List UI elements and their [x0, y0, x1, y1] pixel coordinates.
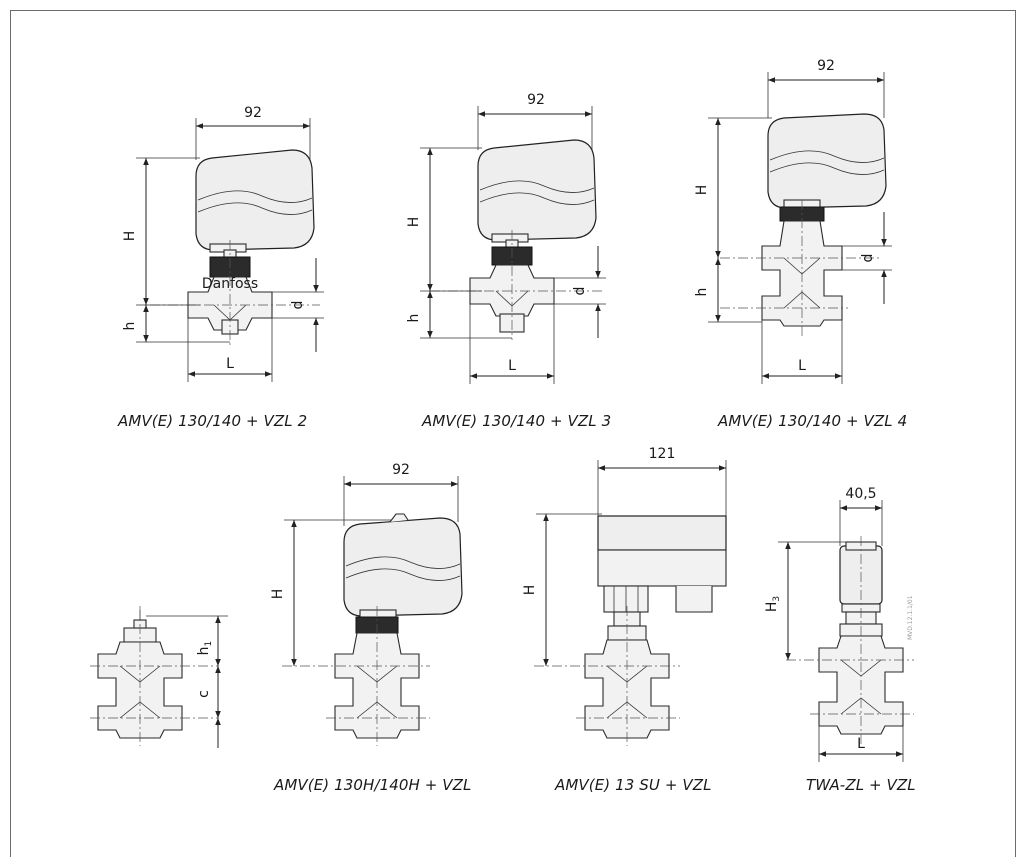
- length-dimension: L: [226, 356, 234, 372]
- height-dimension: H: [122, 231, 138, 242]
- diagram-amv130h: 92 H: [270, 462, 463, 746]
- width-dimension: 92: [817, 58, 835, 74]
- caption-amv13su: AMV(E) 13 SU + VZL: [555, 776, 712, 794]
- height-dimension: H: [406, 217, 422, 228]
- actuator-housing: [767, 113, 887, 209]
- width-dimension: 92: [392, 462, 410, 478]
- valve-body: [584, 639, 670, 739]
- caption-twa: TWA-ZL + VZL: [806, 776, 916, 794]
- actuator-housing: [343, 517, 463, 617]
- diagram-vzl4: 92 H h d L: [694, 58, 892, 384]
- width-dimension: 121: [649, 446, 676, 462]
- lower-height-dimension: h: [694, 288, 710, 297]
- diagram-vzl2: Danfoss 92 H h d L: [122, 105, 324, 382]
- caption-vzl2: AMV(E) 130/140 + VZL 2: [118, 412, 308, 430]
- lower-height-dimension: h: [122, 322, 138, 331]
- width-dimension: 92: [527, 92, 545, 108]
- d-dimension: d: [290, 301, 306, 310]
- caption-amv130h: AMV(E) 130H/140H + VZL: [274, 776, 472, 794]
- diagram-twa: 40,5 H3 L MVD.12.1.1/01: [764, 486, 914, 762]
- length-dimension: L: [508, 358, 516, 374]
- height-dimension: H3: [764, 596, 782, 612]
- diagram-valve: h1 c: [90, 606, 228, 748]
- height-dimension: H: [522, 585, 538, 596]
- d-dimension: d: [572, 287, 588, 296]
- height-dimension: H: [270, 589, 286, 600]
- h1-dimension: h1: [196, 641, 214, 656]
- d-dimension: d: [860, 254, 876, 263]
- valve-body: [97, 641, 183, 739]
- actuator-housing: [195, 149, 315, 251]
- diagram-vzl3: 92 H h d L: [406, 92, 606, 384]
- width-dimension: 40,5: [845, 486, 876, 502]
- drawing-code: MVD.12.1.1/01: [907, 595, 914, 640]
- drawing-frame: [10, 10, 1016, 857]
- actuator-housing: [597, 515, 727, 551]
- length-dimension: L: [798, 358, 806, 374]
- c-dimension: c: [196, 690, 212, 698]
- actuator-housing: [477, 139, 597, 241]
- width-dimension: 92: [244, 105, 262, 121]
- length-dimension: L: [857, 736, 865, 752]
- caption-vzl4: AMV(E) 130/140 + VZL 4: [718, 412, 908, 430]
- height-dimension: H: [694, 185, 710, 196]
- lower-height-dimension: h: [406, 314, 422, 323]
- diagram-amv13su: 121 H: [522, 446, 727, 746]
- caption-vzl3: AMV(E) 130/140 + VZL 3: [422, 412, 612, 430]
